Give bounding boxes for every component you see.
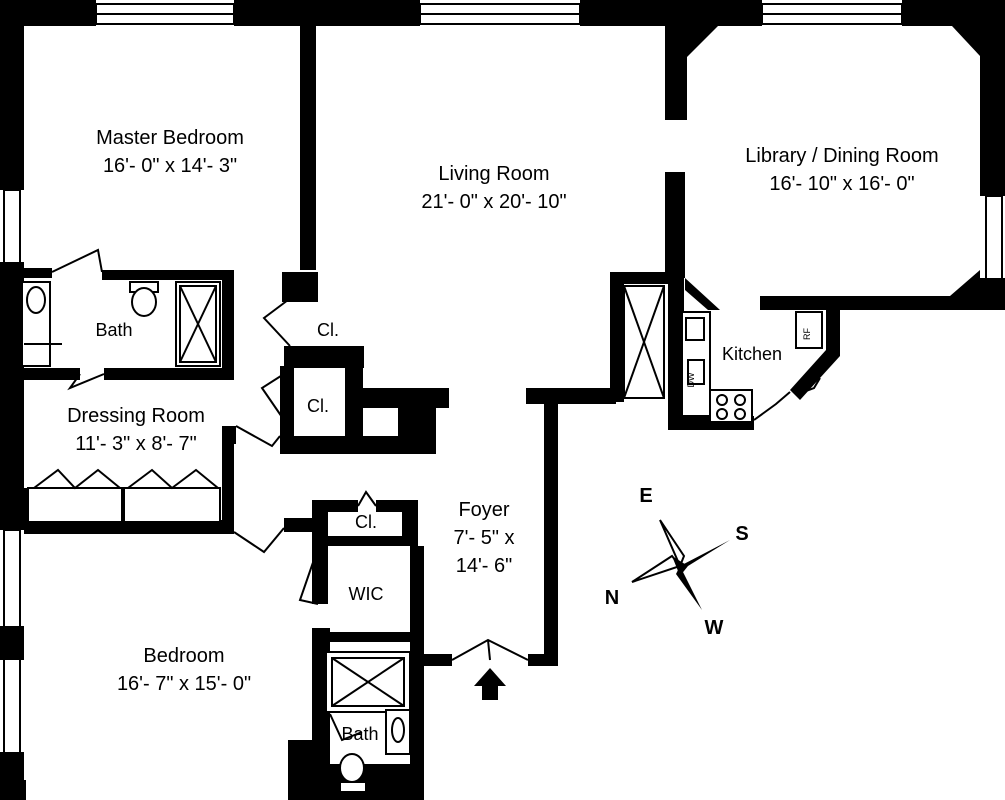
dressing-room-name: Dressing Room (67, 405, 205, 427)
master-bedroom-dims: 16'- 0" x 14'- 3" (103, 155, 237, 177)
living-room-dims: 21'- 0" x 20'- 10" (421, 191, 566, 213)
refrigerator-label: RF (802, 328, 812, 340)
closet-2-name: Cl. (307, 396, 329, 416)
living-room-name: Living Room (438, 163, 549, 185)
master-bedroom-name: Master Bedroom (96, 127, 244, 149)
windows (3, 3, 1003, 755)
foyer-dims-1: 7'- 5" x (454, 527, 515, 549)
dishwasher-label: DW (686, 372, 696, 387)
bedroom-name: Bedroom (143, 645, 224, 667)
foyer-name: Foyer (458, 499, 509, 521)
wic-name: WIC (349, 584, 384, 604)
compass-s: S (735, 523, 748, 545)
master-bath-name: Bath (95, 320, 132, 340)
fixtures (21, 281, 823, 793)
doors (51, 248, 821, 742)
compass-w: W (705, 617, 724, 639)
foyer-dims-2: 14'- 6" (456, 555, 513, 577)
bedroom-dims: 16'- 7" x 15'- 0" (117, 673, 251, 695)
library-dining-dims: 16'- 10" x 16'- 0" (769, 173, 914, 195)
compass-rose-icon (631, 519, 730, 610)
compass-n: N (605, 587, 619, 609)
room-labels: Master Bedroom 16'- 0" x 14'- 3" Living … (67, 127, 939, 744)
closet-3-name: Cl. (355, 512, 377, 532)
kitchen-name: Kitchen (722, 344, 782, 364)
second-bath-name: Bath (341, 724, 378, 744)
compass-labels: N E S W (605, 485, 749, 639)
closet-1-name: Cl. (317, 320, 339, 340)
library-dining-name: Library / Dining Room (745, 145, 938, 167)
compass-e: E (639, 485, 652, 507)
entry-arrow-icon (474, 668, 506, 700)
dressing-room-dims: 11'- 3" x 8'- 7" (75, 433, 197, 455)
